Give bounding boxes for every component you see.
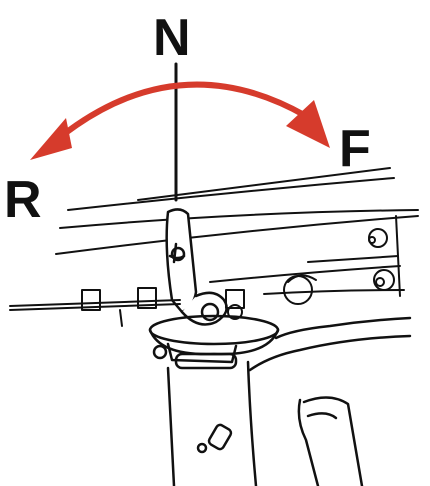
double-headed-arrow-icon [30,81,330,160]
gear-shift-lever-icon [165,208,228,326]
forward-label: F [339,120,371,178]
linkage-rod [9,287,245,327]
swivel-collar [148,314,280,370]
reverse-label: R [4,171,42,229]
housing-outline [55,167,419,297]
fasteners [283,228,395,305]
lower-housing [166,316,412,486]
neutral-label: N [153,9,191,67]
